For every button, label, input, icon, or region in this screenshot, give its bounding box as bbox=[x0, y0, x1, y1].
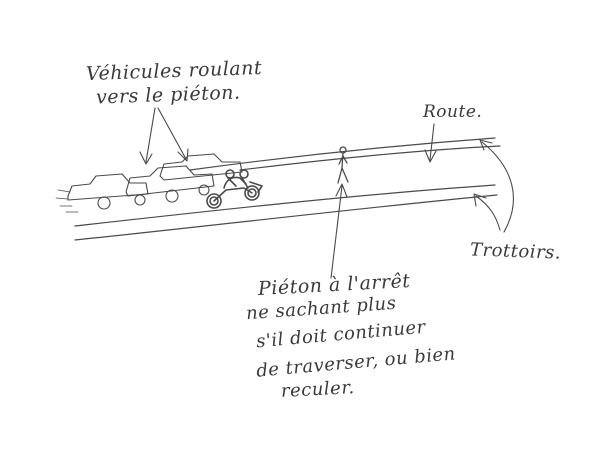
sidewalk-upper-inner-line bbox=[239, 145, 501, 171]
sidewalk-upper-outer-line bbox=[189, 137, 496, 171]
sidewalk-lower-outer-line bbox=[74, 194, 498, 241]
label-trottoirs: Trottoirs. bbox=[469, 239, 562, 264]
car-icon bbox=[125, 165, 215, 203]
label-pieton-line-5: reculer. bbox=[280, 377, 356, 402]
arrow-route bbox=[424, 123, 437, 163]
car-icon bbox=[67, 173, 149, 210]
arrow-vehicules-to-cars bbox=[139, 107, 189, 165]
motion-lines bbox=[55, 189, 79, 213]
sidewalk-lower-inner-line bbox=[74, 184, 496, 227]
vehicles-group bbox=[55, 153, 263, 213]
arrow-trottoirs-to-sidewalks bbox=[473, 139, 514, 233]
car-icon bbox=[159, 153, 243, 181]
arrow-pieton-to-pedestrian bbox=[330, 183, 348, 279]
label-vehicules-line-2: vers le piéton. bbox=[95, 81, 241, 109]
motorcycle-icon bbox=[206, 169, 263, 209]
pedestrian-icon bbox=[337, 146, 349, 184]
label-route: Route. bbox=[423, 102, 483, 122]
